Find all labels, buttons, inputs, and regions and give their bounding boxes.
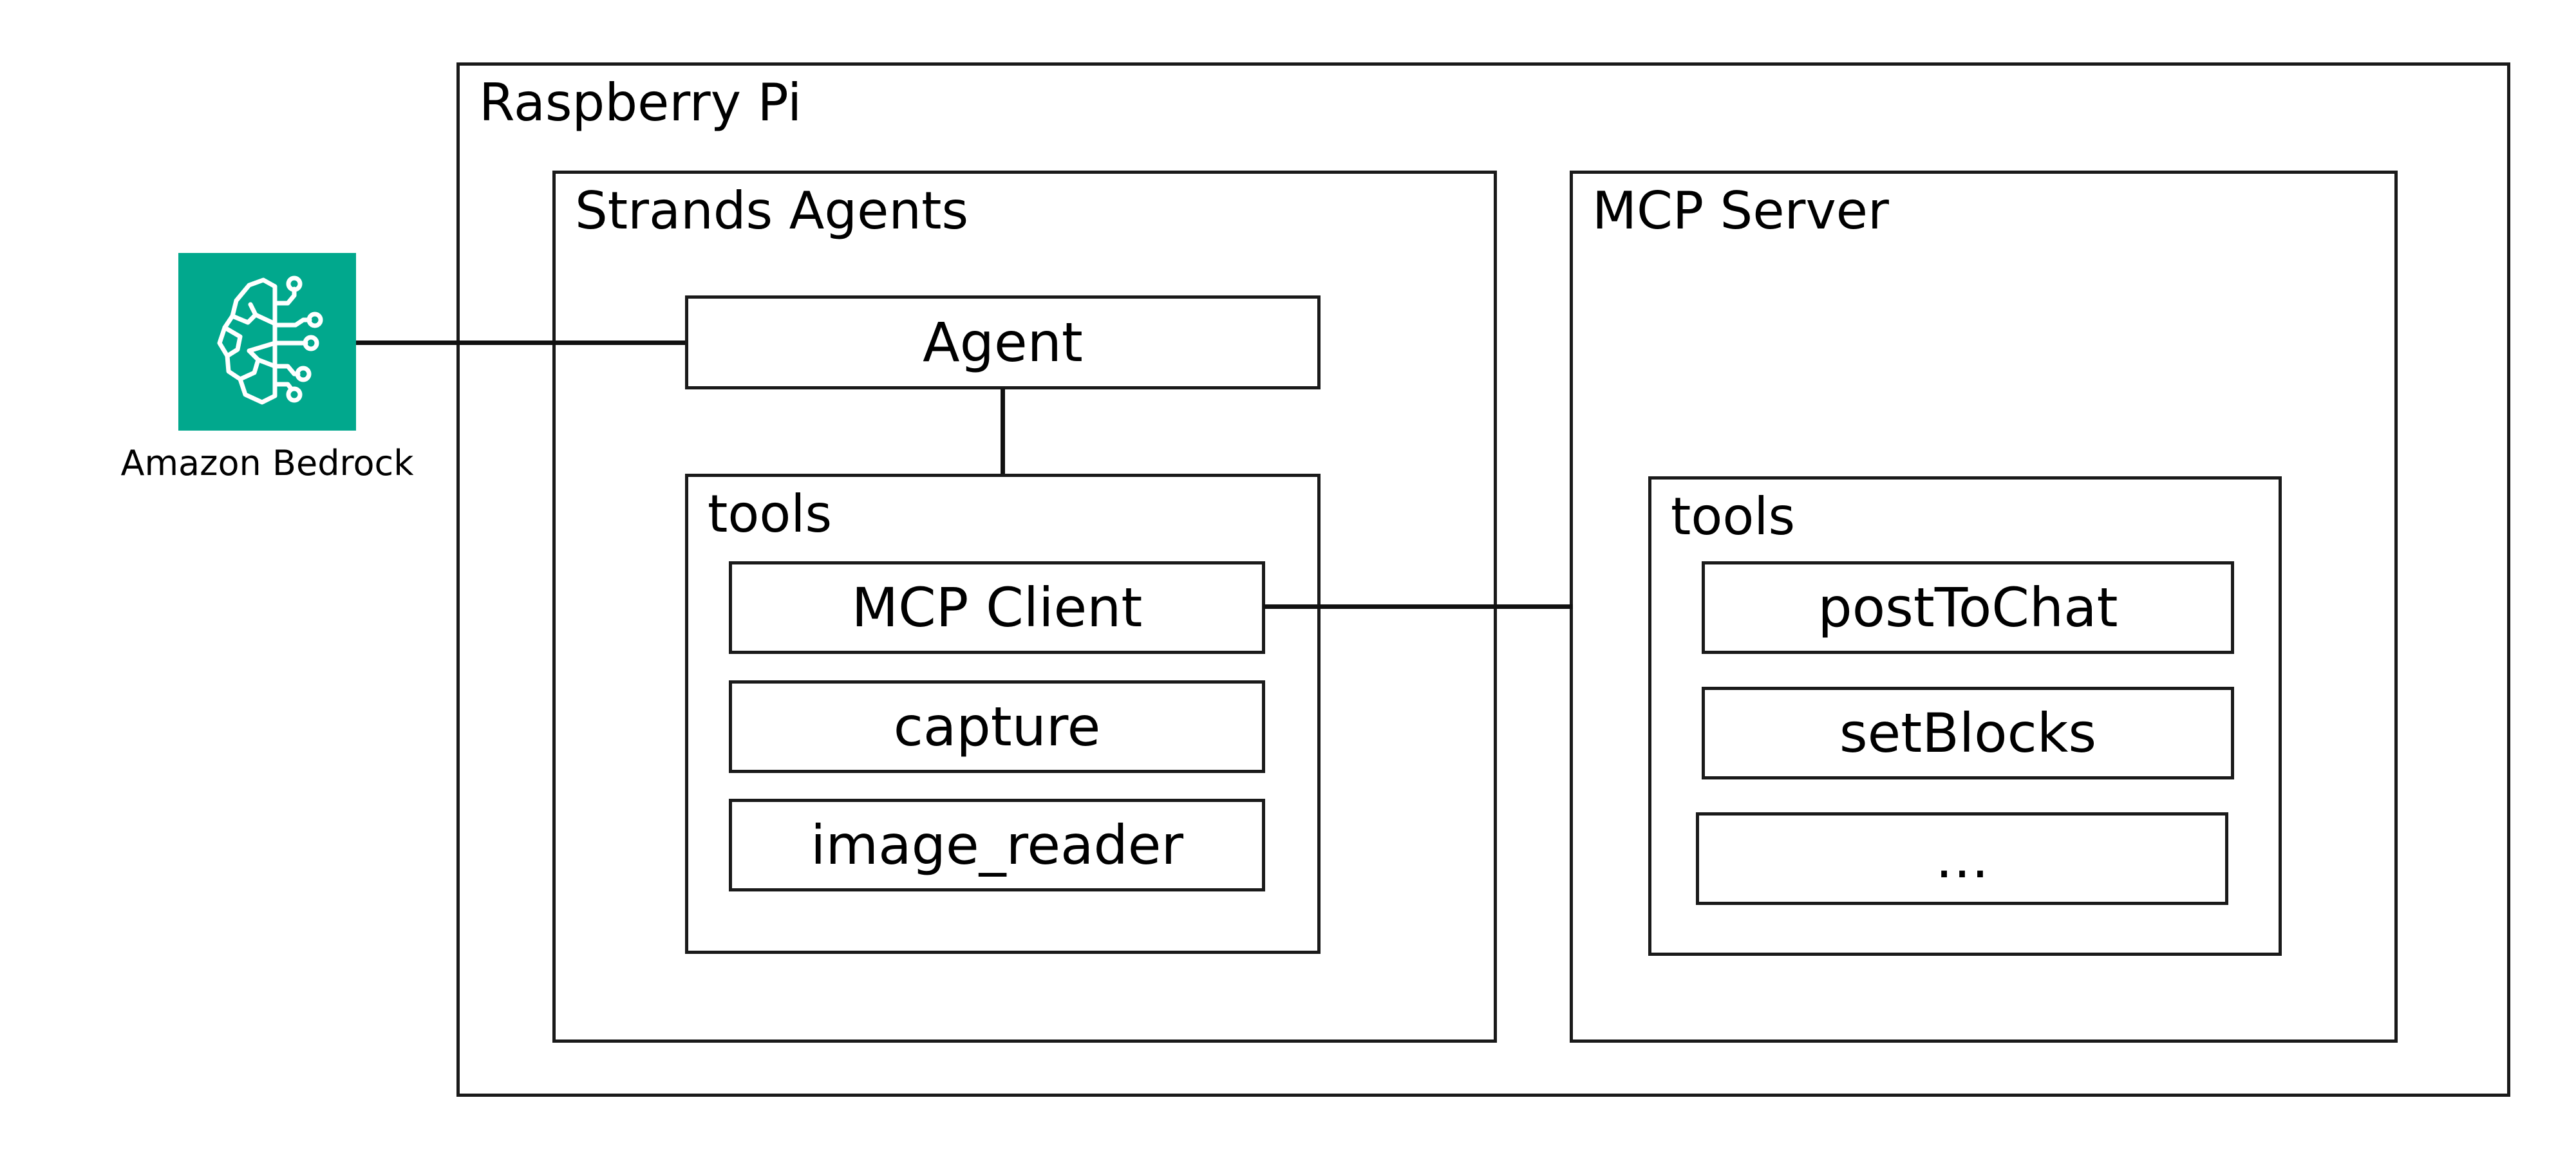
strands-tools-title: tools bbox=[708, 484, 832, 544]
tool-more: … bbox=[1696, 812, 2228, 905]
raspberry-pi-title: Raspberry Pi bbox=[479, 73, 802, 133]
tool-more-label: … bbox=[1935, 827, 1989, 890]
tool-capture-label: capture bbox=[893, 695, 1101, 758]
tool-mcp-client: MCP Client bbox=[729, 561, 1265, 654]
tool-post-to-chat-label: postToChat bbox=[1818, 576, 2118, 639]
mcp-server-title: MCP Server bbox=[1592, 181, 1889, 241]
tool-mcp-client-label: MCP Client bbox=[851, 576, 1143, 639]
agent-label: Agent bbox=[923, 311, 1083, 374]
bedrock-agent-connector bbox=[356, 340, 688, 345]
brain-circuit-icon bbox=[217, 275, 323, 405]
tool-image-reader-label: image_reader bbox=[810, 814, 1184, 877]
agent-tools-connector bbox=[1001, 388, 1005, 476]
tool-capture: capture bbox=[729, 680, 1265, 773]
mcp-client-server-connector bbox=[1263, 604, 1573, 609]
agent-box: Agent bbox=[685, 295, 1321, 389]
mcp-server-tools-title: tools bbox=[1671, 487, 1796, 546]
tool-post-to-chat: postToChat bbox=[1702, 561, 2234, 654]
bedrock-label: Amazon Bedrock bbox=[120, 443, 414, 483]
amazon-bedrock-icon bbox=[178, 253, 356, 431]
strands-agents-title: Strands Agents bbox=[575, 181, 969, 241]
tool-set-blocks: setBlocks bbox=[1702, 687, 2234, 779]
tool-set-blocks-label: setBlocks bbox=[1839, 702, 2097, 765]
tool-image-reader: image_reader bbox=[729, 799, 1265, 891]
